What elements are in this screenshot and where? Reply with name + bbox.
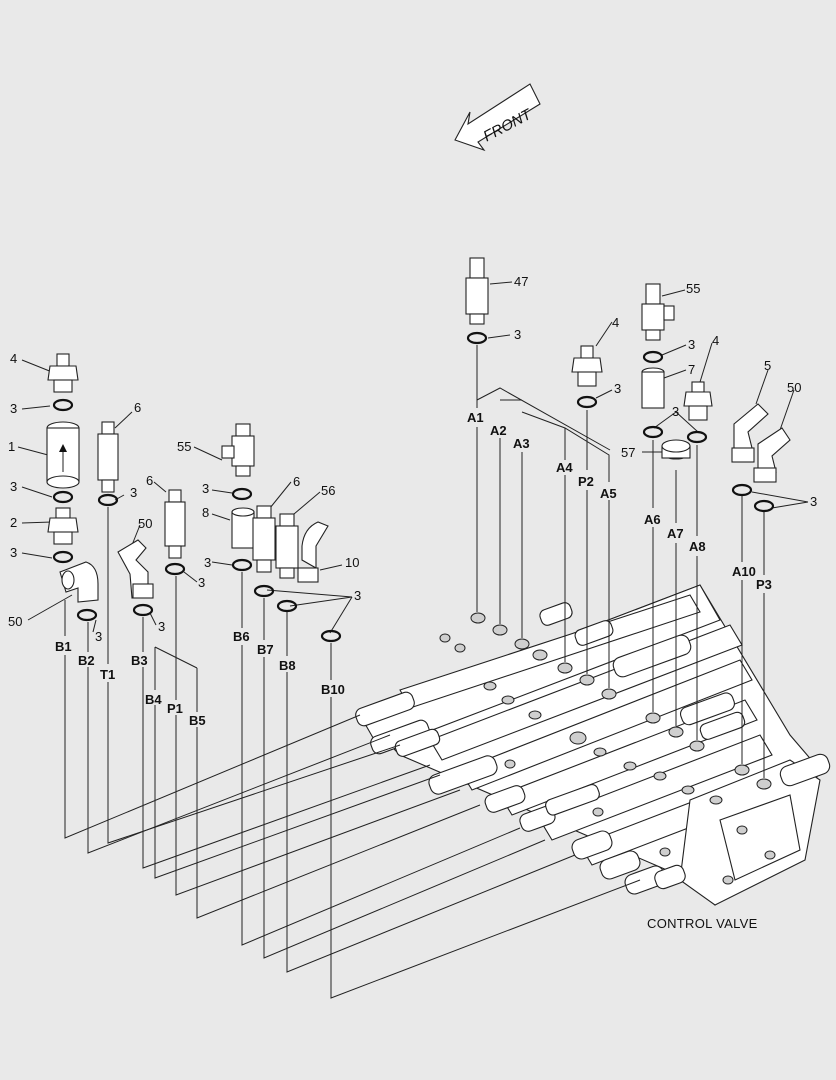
callout: 3 xyxy=(158,619,165,634)
elbow-fitting-50-left xyxy=(59,561,99,603)
control-valve-body xyxy=(355,584,831,906)
port-label-p1: P1 xyxy=(167,701,183,716)
spool-ends xyxy=(355,602,831,895)
callout: 6 xyxy=(146,473,153,488)
callout: 3 xyxy=(688,337,695,352)
callout: 4 xyxy=(10,351,17,366)
callout: 3 xyxy=(204,555,211,570)
adapter-fitting-4-mid xyxy=(571,345,603,387)
callout: 56 xyxy=(321,483,335,498)
callout: 3 xyxy=(10,479,17,494)
callout: 3 xyxy=(514,327,521,342)
tee-fitting-55-right xyxy=(641,283,675,341)
leader-lines xyxy=(64,345,765,999)
callout: 57 xyxy=(621,445,635,460)
port-label-a1: A1 xyxy=(467,410,484,425)
port-label-p3: P3 xyxy=(756,577,772,592)
adapter-fitting-2 xyxy=(47,507,79,545)
callout: 50 xyxy=(138,516,152,531)
port-label-b1: B1 xyxy=(55,639,72,654)
adapter-fitting-4-left xyxy=(47,353,79,393)
elbow-fitting-10 xyxy=(297,521,329,583)
callout: 3 xyxy=(672,404,679,419)
port-label-b3: B3 xyxy=(131,653,148,668)
callout: 3 xyxy=(10,401,17,416)
adapter-fitting-6-a xyxy=(97,421,119,493)
port-label-b7: B7 xyxy=(257,642,274,657)
callout: 5 xyxy=(764,358,771,373)
callout: 3 xyxy=(202,481,209,496)
callout-leaders xyxy=(17,281,809,634)
callout: 7 xyxy=(688,362,695,377)
port-label-b5: B5 xyxy=(189,713,206,728)
callout: 4 xyxy=(712,333,719,348)
port-labels: B1 B2 T1 B3 B4 P1 B5 B6 B7 B8 B10 A1 A2 … xyxy=(55,410,772,728)
callout: 47 xyxy=(514,274,528,289)
callout: 50 xyxy=(8,614,22,629)
port-label-a5: A5 xyxy=(600,486,617,501)
port-label-t1: T1 xyxy=(100,667,115,682)
callout-numbers: 4 3 1 3 2 3 50 3 6 3 50 3 6 3 55 3 8 3 6… xyxy=(8,274,817,644)
port-label-a4: A4 xyxy=(556,460,573,475)
elbow-fitting-50-right xyxy=(753,427,791,483)
port-label-b2: B2 xyxy=(78,653,95,668)
port-label-a7: A7 xyxy=(667,526,684,541)
callout: 1 xyxy=(8,439,15,454)
diagram-caption: CONTROL VALVE xyxy=(647,916,758,931)
callout: 6 xyxy=(293,474,300,489)
callout: 3 xyxy=(130,485,137,500)
port-label-b8: B8 xyxy=(279,658,296,673)
fittings xyxy=(46,257,791,603)
port-label-a8: A8 xyxy=(689,539,706,554)
port-holes xyxy=(439,612,776,885)
port-label-a10: A10 xyxy=(732,564,756,579)
port-label-p2: P2 xyxy=(578,474,594,489)
adapter-fitting-56 xyxy=(275,513,299,579)
callout: 3 xyxy=(810,494,817,509)
elbow-fitting-50-mid xyxy=(117,539,154,599)
callout: 55 xyxy=(177,439,191,454)
tee-fitting-55-left xyxy=(221,423,255,477)
adapter-fitting-47 xyxy=(465,257,489,325)
plug-57 xyxy=(661,439,691,460)
port-label-b10: B10 xyxy=(321,682,345,697)
o-rings xyxy=(52,331,775,643)
elbow-fitting-5 xyxy=(731,403,769,463)
callout: 10 xyxy=(345,555,359,570)
callout: 50 xyxy=(787,380,801,395)
port-label-b6: B6 xyxy=(233,629,250,644)
front-arrow: FRONT xyxy=(454,83,541,152)
callout: 3 xyxy=(354,588,361,603)
callout: 3 xyxy=(198,575,205,590)
port-label-a2: A2 xyxy=(490,423,507,438)
port-label-a6: A6 xyxy=(644,512,661,527)
port-label-a3: A3 xyxy=(513,436,530,451)
callout: 2 xyxy=(10,515,17,530)
adapter-fitting-6-b xyxy=(164,489,186,559)
adapter-fitting-6-c xyxy=(252,505,276,573)
adapter-fitting-7 xyxy=(641,367,665,409)
callout: 4 xyxy=(612,315,619,330)
check-valve-1 xyxy=(46,421,80,489)
callout: 55 xyxy=(686,281,700,296)
adapter-fitting-4-right xyxy=(683,381,713,421)
callout: 3 xyxy=(95,629,102,644)
callout: 3 xyxy=(10,545,17,560)
adapter-fitting-8 xyxy=(231,507,255,549)
port-label-b4: B4 xyxy=(145,692,162,707)
callout: 3 xyxy=(614,381,621,396)
callout: 6 xyxy=(134,400,141,415)
callout: 8 xyxy=(202,505,209,520)
